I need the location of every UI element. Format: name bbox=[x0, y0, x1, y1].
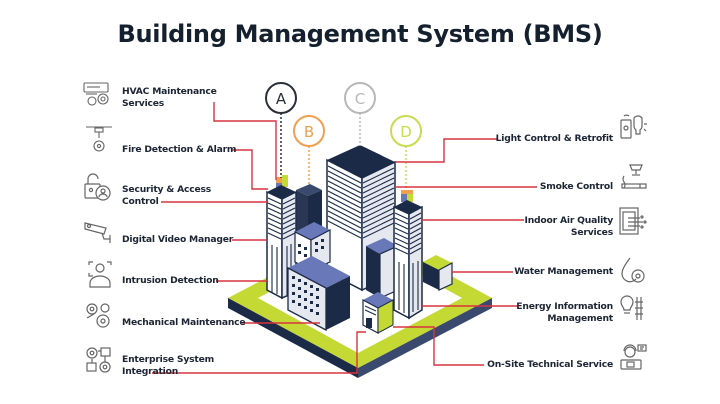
face-scan-icon bbox=[88, 261, 112, 288]
label-mechanical-maintenance: Mechanical Maintenance bbox=[122, 317, 246, 329]
label-line: Management bbox=[547, 313, 613, 324]
mid-right-building bbox=[366, 238, 399, 299]
integration-gears-icon bbox=[86, 347, 111, 373]
label-line: Security & Access bbox=[122, 184, 212, 195]
hvac-gear-icon bbox=[83, 82, 109, 106]
label-light-control: Light Control & Retrofit bbox=[495, 133, 614, 145]
label-line: Digital Video Manager bbox=[122, 234, 234, 245]
marker-c-label: C bbox=[355, 90, 365, 108]
lock-user-icon bbox=[84, 173, 111, 201]
label-line: Control bbox=[122, 196, 159, 207]
technician-icon bbox=[620, 344, 647, 370]
label-line: Mechanical Maintenance bbox=[122, 317, 246, 328]
label-line: Light Control & Retrofit bbox=[495, 133, 614, 144]
front-left-building bbox=[287, 256, 350, 332]
label-hvac-maintenance: HVAC Maintenance Services bbox=[122, 86, 217, 110]
label-security-access: Security & Access Control bbox=[122, 184, 211, 208]
marker-C bbox=[344, 82, 376, 146]
label-energy-information: Energy Information Management bbox=[516, 301, 613, 325]
label-line: Services bbox=[122, 98, 165, 109]
connector-lines bbox=[152, 102, 537, 374]
small-front-building bbox=[362, 292, 394, 334]
cctv-camera-icon bbox=[84, 222, 111, 243]
air-vent-icon bbox=[619, 207, 647, 235]
marker-b-label: B bbox=[304, 123, 314, 141]
right-slender-tower bbox=[393, 190, 423, 320]
label-intrusion-detection: Intrusion Detection bbox=[122, 275, 219, 287]
label-line: Energy Information bbox=[516, 301, 613, 312]
gears-wrench-icon bbox=[86, 303, 110, 328]
energy-bulb-icon bbox=[620, 295, 643, 320]
label-digital-video-manager: Digital Video Manager bbox=[122, 234, 233, 246]
label-line: On-Site Technical Service bbox=[487, 359, 613, 370]
smart-bulb-icon bbox=[620, 114, 647, 139]
label-line: Water Management bbox=[514, 266, 613, 277]
label-line: Smoke Control bbox=[539, 181, 613, 192]
marker-A bbox=[265, 82, 297, 178]
label-line: Enterprise System bbox=[122, 354, 214, 365]
marker-D bbox=[390, 115, 422, 190]
small-right-building bbox=[423, 255, 453, 291]
page-title: Building Management System (BMS) bbox=[117, 20, 603, 48]
smoke-detector-icon bbox=[621, 164, 647, 189]
sprinkler-icon bbox=[86, 126, 112, 152]
label-line: Integration bbox=[122, 366, 179, 377]
water-drop-gear-icon bbox=[621, 257, 645, 283]
label-line: Fire Detection & Alarm bbox=[122, 144, 237, 155]
marker-d-label: D bbox=[400, 123, 412, 141]
label-line: Indoor Air Quality bbox=[524, 215, 613, 226]
label-indoor-air-quality: Indoor Air Quality Services bbox=[524, 215, 613, 239]
marker-B bbox=[293, 115, 325, 186]
label-smoke-control: Smoke Control bbox=[540, 181, 613, 193]
label-enterprise-integration: Enterprise System Integration bbox=[122, 354, 214, 378]
label-fire-detection: Fire Detection & Alarm bbox=[122, 144, 236, 156]
label-line: Intrusion Detection bbox=[122, 275, 219, 286]
label-onsite-technical: On-Site Technical Service bbox=[487, 359, 613, 371]
label-line: Services bbox=[570, 227, 613, 238]
label-line: HVAC Maintenance bbox=[122, 86, 217, 97]
label-water-management: Water Management bbox=[514, 266, 613, 278]
marker-a-label: A bbox=[276, 90, 287, 108]
